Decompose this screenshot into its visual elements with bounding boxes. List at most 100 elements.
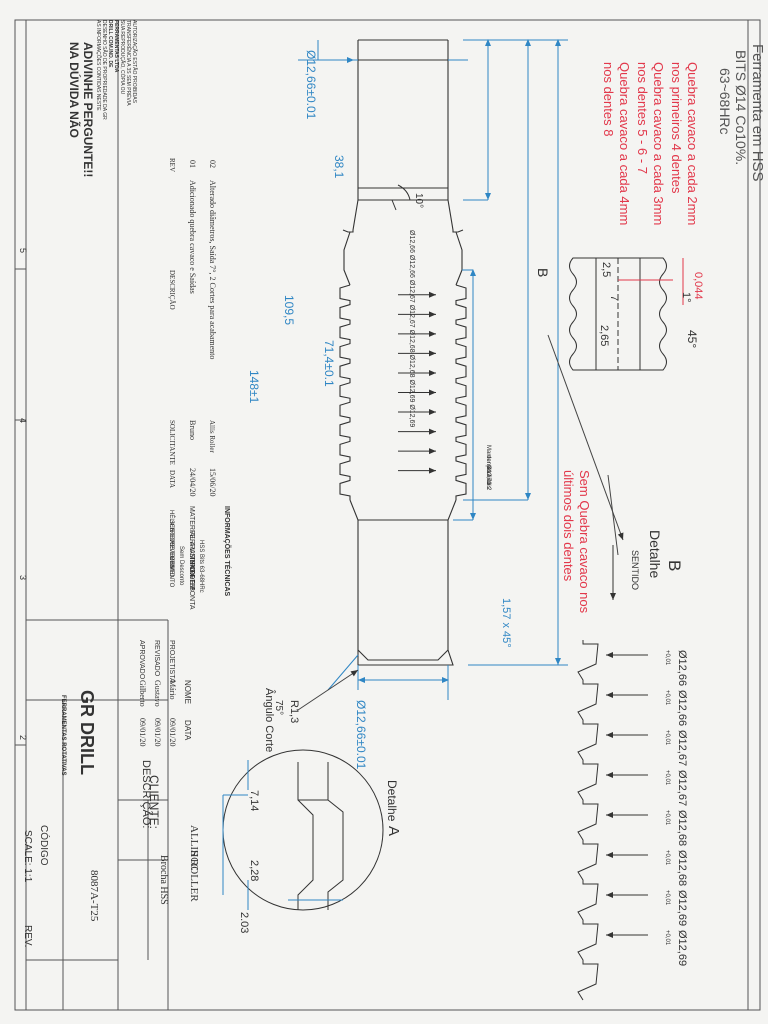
detail-b-section-label: B — [535, 268, 551, 278]
dim-len-71: 71,4±0.1 — [322, 340, 336, 387]
info-line-11: OBS — [168, 556, 174, 569]
detail-b-dim-7: 7 — [608, 295, 620, 302]
rev-header-desc: DESCRIÇÃO — [168, 270, 176, 310]
tool-main-view — [339, 39, 467, 666]
detail-a-circle — [222, 749, 384, 911]
fine-print-6: TRANSFERÊNCIA A 3S SEM PRÉVIA — [125, 20, 131, 106]
names-header-nome: NOME — [183, 680, 192, 704]
zone-4: 4 — [18, 418, 28, 424]
codigo-label: CÓDIGO — [38, 825, 49, 866]
leader-lines — [297, 334, 624, 711]
detail-b-dim-265: 2,65 — [598, 325, 610, 347]
dim-dia-top: Ø12,66±0.01 — [304, 50, 318, 120]
profile-diam-2: Ø12,66 — [676, 690, 688, 727]
detail-b-dim-0044: 0,044 — [692, 272, 704, 300]
rev-2-sol: Allis Roller — [208, 420, 216, 453]
names-row-3-date: 09/01/20 — [138, 718, 147, 747]
profile-diam-8: Ø12,69 — [676, 930, 688, 967]
spec-line-3: 63~68HRc — [717, 68, 733, 135]
detail-a-letter: A — [385, 826, 402, 837]
profile-tol-6: +0,01 — [664, 850, 670, 866]
breaker-note-5: Quebra cavaco a cada 4mm — [617, 62, 632, 226]
info-line-5: CORTES — [188, 566, 194, 591]
detail-a-d714: 7,14 — [248, 790, 260, 812]
no-breaker-note-2: últimos dois dentes — [561, 470, 576, 582]
dim-dia-bottom: Ø12,66±0.01 — [354, 700, 368, 770]
no-breaker-note-1: Sem Quebra cavaco nos — [577, 470, 592, 614]
fine-print-4: FERRAMENTAS LTDA — [113, 20, 119, 73]
zone-5: 5 — [18, 248, 28, 254]
names-row-2-name: Gustavo — [153, 680, 162, 707]
direction-label: SENTIDO — [630, 550, 640, 591]
breaker-note-2: nos primeiros 4 dentes — [669, 62, 684, 194]
profile-diam-4: Ø12,67 — [676, 770, 688, 807]
rev-2-number: 02 — [208, 160, 217, 168]
warning-line-2: ADIVINHE PERGUNTE!! — [81, 42, 95, 178]
angle-10-mark — [391, 184, 411, 211]
rev-1-date: 24/04/20 — [188, 468, 197, 497]
names-row-2-date: 09/01/20 — [153, 718, 162, 747]
breaker-note-1: Quebra cavaco a cada 2mm — [685, 62, 700, 226]
profile-diam-6: Ø12,68 — [676, 850, 688, 887]
detail-b-dim-1deg: 1° — [680, 292, 692, 303]
dim-angle-10: 10° — [413, 193, 424, 209]
rev-1-number: 01 — [188, 160, 197, 168]
title-block-lines — [26, 619, 169, 1010]
profile-tol-8: +0,01 — [664, 930, 670, 946]
profile-diam-3: Ø12,67 — [676, 730, 688, 767]
sheet-border — [14, 19, 761, 1011]
fine-print-5: SUA REPRODUÇÃO, CÓPIA OU — [119, 20, 125, 95]
fine-print-2: DESENHO SÃO DE PROPRIEDADE DA GR — [101, 20, 107, 120]
cliente-value-2: HCC — [188, 850, 199, 871]
profile-tol-4: +0,01 — [664, 770, 670, 786]
dim-len-109: 109,5 — [282, 295, 296, 326]
logo-tagline: FERRAMENTAS ROTATIVAS — [60, 695, 66, 776]
info-line-3: HSS Bits 63-68HRc — [198, 540, 204, 593]
profile-diam-1: Ø12,66 — [676, 650, 688, 687]
profile-tol-7: +0,01 — [664, 890, 670, 906]
breaker-note-3: Quebra cavaco a cada 3mm — [651, 62, 666, 226]
dimension-lines — [298, 39, 568, 700]
dim-len-38: 38,1 — [332, 155, 346, 179]
detail-a-d203: 2.03 — [238, 912, 250, 934]
detail-b-title: Detalhe — [647, 530, 663, 579]
breaker-note-6: nos dentes 8 — [601, 62, 616, 137]
rev-header-rev: REV — [168, 158, 176, 172]
tooth-profile-arrows — [606, 652, 648, 938]
profile-tol-3: +0,01 — [664, 730, 670, 746]
detail-a-angulo-corte: Ângulo Corte — [263, 688, 275, 753]
tooth-profile-detail-b — [577, 640, 599, 1001]
detail-a-title: Detalhe — [385, 780, 399, 822]
tooth-diameter-arrows — [398, 291, 436, 474]
teeth-lower-profile — [339, 284, 351, 500]
profile-diam-7: Ø12,69 — [676, 890, 688, 927]
descricao-label: DESCRIÇÃO: — [140, 760, 152, 829]
tooth-diam-list: Ø12,66 Ø12,66 Ø12,67 Ø12,67 Ø12,68 Ø12,6… — [408, 230, 415, 428]
names-header-data: DATA — [183, 720, 192, 741]
logo-brand: GR DRILL — [77, 690, 97, 775]
rev-1-sol: Bruno — [188, 420, 197, 440]
warning-line-1: NA DÚVIDA NÃO — [67, 42, 81, 138]
dim-chamfer: 1,57 x 45° — [500, 598, 512, 648]
spec-line-2: BITS Ø14 Co10%. — [733, 50, 749, 166]
fine-print-7: AUTORIZAÇÃO ESTÃO PROIBIDAS — [131, 20, 137, 103]
codigo-value: 8087A-T25 — [88, 870, 100, 922]
names-row-2-role: REVISADO — [153, 640, 160, 677]
last-teeth-note-3: Ø12,70 — [485, 465, 491, 485]
detail-b-section — [569, 257, 684, 371]
names-row-1-role: PROJETISTA — [168, 640, 175, 683]
teeth-upper-profile — [455, 284, 467, 500]
fine-print-3: DRILL COM.IND. DE — [107, 20, 113, 68]
tooth-profile-line — [577, 640, 599, 1001]
descricao-value: Brocha HSS — [158, 855, 169, 905]
rev-label: REV. — [22, 925, 33, 948]
detail-b-dim-25: 2,5 — [600, 262, 612, 278]
zone-2: 2 — [18, 735, 28, 741]
detail-a-d228: 2,28 — [248, 860, 260, 882]
profile-diam-5: Ø12,68 — [676, 810, 688, 847]
info-line-10: Sem Desconto — [178, 546, 184, 586]
detail-b-letter: B — [665, 560, 684, 572]
rev-header-data: DATA — [168, 470, 176, 489]
